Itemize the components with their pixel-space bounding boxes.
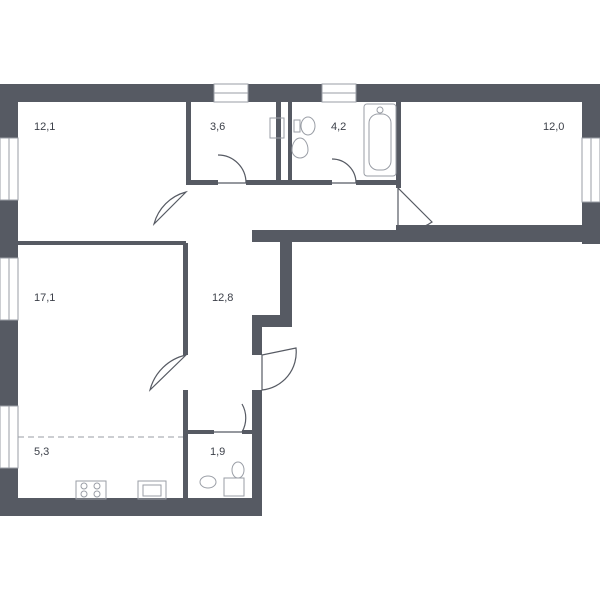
- door-living: [148, 353, 188, 392]
- corridor-wall-horizontal: [252, 230, 600, 242]
- window-lines: [8, 92, 592, 468]
- door-bath: [331, 158, 357, 184]
- kitchen-sink-basin: [142, 484, 162, 497]
- wall-wc-top-left: [186, 430, 214, 434]
- wall-toilet-bottom-left: [186, 180, 218, 185]
- room-area-toilet: 3,6: [210, 121, 226, 133]
- door-bedroom-left: [152, 190, 188, 226]
- burner-3: [80, 490, 88, 498]
- burner-4: [93, 490, 101, 498]
- windows: [0, 83, 600, 469]
- room-area-bedroom-top-left: 12,1: [34, 121, 56, 133]
- wall-toilet-bath-right: [288, 100, 292, 183]
- corridor-wall-vertical-upper: [280, 230, 292, 325]
- wall-bedroom-right-bottom: [396, 225, 582, 230]
- room-area-bedroom-right: 12,0: [543, 121, 565, 133]
- toilet-bowl: [300, 116, 316, 136]
- wall-wc-top-right: [242, 430, 254, 434]
- room-area-hallway: 12,8: [212, 292, 234, 304]
- wc-cabinet: [223, 477, 245, 497]
- toilet-tank: [269, 117, 285, 139]
- wall-toilet-bath-left: [276, 100, 281, 183]
- toilet-tank-2: [293, 119, 301, 133]
- wall-bath-bedroom: [396, 100, 401, 188]
- kitchen-sink: [137, 480, 167, 500]
- doors: [148, 154, 433, 433]
- wall-bath-bottom-right: [356, 180, 401, 185]
- outer-wall-bottom: [0, 498, 262, 516]
- wall-living-wc: [183, 390, 188, 500]
- stove: [75, 480, 107, 500]
- room-area-bathroom: 4,2: [331, 121, 347, 133]
- door-bedroom-right: [397, 186, 433, 231]
- wall-toilet-bath-bottom: [246, 180, 332, 185]
- door-toilet: [217, 154, 247, 184]
- room-area-wc-small: 1,9: [210, 446, 226, 458]
- room-area-kitchen: 5,3: [34, 446, 50, 458]
- door-hall-right: [261, 347, 297, 391]
- bathtub-drain: [376, 106, 384, 114]
- wc-toilet: [231, 461, 245, 479]
- sink: [291, 137, 309, 159]
- wall-wc-right: [252, 390, 262, 516]
- outer-wall-top: [0, 84, 600, 102]
- wall-bedroom-living: [16, 241, 186, 245]
- wall-living-hall: [183, 243, 188, 355]
- burner-1: [80, 482, 88, 490]
- burner-2: [93, 482, 101, 490]
- corridor-wall-jog-down: [252, 315, 262, 355]
- door-wc: [214, 403, 247, 433]
- bathtub-inner: [368, 113, 392, 171]
- wc-sink: [199, 475, 217, 489]
- walls: [0, 84, 600, 516]
- wall-bedroom-toilet: [186, 100, 191, 183]
- bathtub: [363, 103, 397, 177]
- fixtures: [75, 103, 397, 500]
- room-area-living-room: 17,1: [34, 292, 56, 304]
